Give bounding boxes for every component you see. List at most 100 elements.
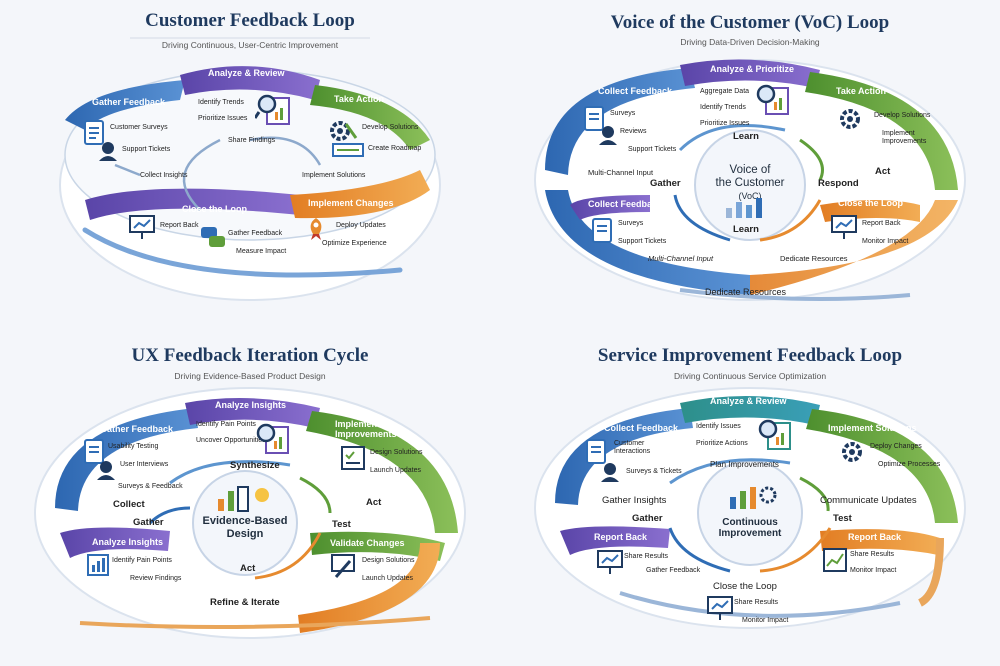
flow-label: Dedicate Resources bbox=[780, 254, 848, 263]
item-label: Support Tickets bbox=[618, 238, 667, 245]
stage-label: Gather Feedback bbox=[92, 97, 166, 107]
item-label: Launch Updates bbox=[370, 467, 421, 474]
item-label: Report Back bbox=[160, 222, 199, 229]
cycle-word: Act bbox=[875, 166, 891, 177]
cycle-word: Act bbox=[366, 497, 382, 508]
stage-label: Analyze & Review bbox=[208, 68, 285, 78]
item-label: Support Tickets bbox=[628, 146, 677, 153]
center-hub bbox=[192, 470, 298, 576]
cycle-word: Respond bbox=[818, 178, 859, 189]
clipboard-icon bbox=[592, 218, 612, 243]
growth-chart-icon bbox=[823, 548, 847, 572]
item-label: Launch Updates bbox=[362, 575, 413, 582]
item-label: Aggregate Data bbox=[700, 88, 750, 95]
clipboard-icon bbox=[584, 106, 604, 131]
item-label: Identify Issues bbox=[696, 423, 741, 430]
panel-title: Service Improvement Feedback Loop bbox=[597, 345, 903, 366]
item-label: Optimize Experience bbox=[322, 240, 387, 247]
rocket-icon bbox=[310, 218, 322, 240]
cycle-word: Learn bbox=[733, 131, 759, 142]
item-label: Implement Improvements bbox=[882, 130, 927, 145]
stage-arc-analyze bbox=[185, 398, 320, 428]
stage-arc-report-left bbox=[560, 526, 670, 555]
flow-label: Multi-Channel Input bbox=[648, 254, 714, 263]
roadmap-icon bbox=[332, 143, 364, 157]
panel-voc-loop: Voice of the Customer (VoC) Loop Driving… bbox=[500, 0, 1000, 333]
panel-ux-feedback-cycle: UX Feedback Iteration Cycle Driving Evid… bbox=[0, 333, 500, 666]
stage-label: Analyze Insights bbox=[215, 400, 287, 410]
item-label: Prioritize Actions bbox=[696, 440, 748, 447]
cycle-word: Gather Insights bbox=[602, 495, 667, 506]
presentation-icon bbox=[707, 596, 733, 620]
clipboard-icon bbox=[84, 120, 104, 145]
stage-label: Report Back bbox=[594, 532, 648, 542]
item-label: Support Tickets bbox=[122, 146, 171, 153]
item-label: Share Results bbox=[850, 551, 894, 558]
stage-label: Close the Loop bbox=[838, 198, 903, 208]
cycle-word: Synthesize bbox=[230, 460, 280, 471]
cycle-word: Act bbox=[240, 563, 256, 574]
item-label: Identify Pain Points bbox=[112, 557, 172, 564]
checklist-icon bbox=[341, 446, 365, 470]
stage-label: Collect Feedback bbox=[604, 423, 679, 433]
item-label: Deploy Changes bbox=[870, 443, 922, 450]
bar-chart-icon bbox=[726, 198, 762, 218]
magnifier-chart-icon bbox=[758, 419, 791, 450]
item-label: Identify Trends bbox=[198, 99, 244, 106]
item-label: Reviews bbox=[620, 128, 647, 135]
stage-arc-implement bbox=[306, 411, 458, 533]
wrench-icon bbox=[331, 554, 355, 578]
item-label: Monitor Impact bbox=[742, 617, 789, 624]
stage-arc-report-right bbox=[820, 529, 940, 555]
item-label: Uncover Opportunities bbox=[196, 437, 266, 444]
item-label: Usability Testing bbox=[108, 443, 159, 450]
gear-wrench-icon bbox=[842, 442, 862, 462]
stage-label: Implement Solutions bbox=[828, 423, 917, 433]
item-label: Surveys bbox=[610, 110, 636, 117]
clipboard-icon bbox=[586, 439, 606, 464]
stage-arc-validate bbox=[310, 531, 445, 561]
item-label: Develop Solutions bbox=[874, 112, 931, 119]
stage-arc-gather bbox=[65, 80, 185, 130]
item-label: Collect Insights bbox=[140, 172, 188, 179]
stage-label: Collect Feedback bbox=[598, 86, 673, 96]
stage-label: Validate Changes bbox=[330, 538, 405, 548]
stage-arc-action bbox=[310, 85, 430, 150]
headset-icon bbox=[97, 461, 115, 480]
insight-chart-icon bbox=[218, 486, 269, 512]
cycle-word: Gather bbox=[133, 517, 164, 528]
center-hub bbox=[697, 460, 803, 566]
panel-subtitle: Driving Continuous, User-Centric Improve… bbox=[161, 40, 339, 50]
item-label: Gather Feedback bbox=[646, 567, 701, 574]
item-label: Create Roadmap bbox=[368, 145, 422, 152]
stage-label: Collect Feedback bbox=[588, 199, 663, 209]
stage-arc-gather bbox=[55, 408, 198, 511]
panel-subtitle: Driving Continuous Service Optimization bbox=[673, 371, 827, 381]
bottom-flow-label: Refine & Iterate bbox=[210, 597, 280, 608]
item-label: Identify Trends bbox=[700, 104, 746, 111]
item-label: Surveys & Tickets bbox=[626, 468, 682, 475]
presentation-icon bbox=[831, 215, 857, 239]
item-label: Gather Feedback bbox=[228, 230, 283, 237]
gear-wrench-icon bbox=[840, 109, 860, 129]
cycle-word: Communicate Updates bbox=[820, 495, 917, 506]
item-label: Deploy Updates bbox=[336, 222, 386, 229]
presentation-icon bbox=[597, 550, 623, 574]
headset-icon bbox=[599, 126, 617, 145]
stage-arc-implement bbox=[290, 170, 430, 219]
cycle-word: Plan Improvements bbox=[710, 460, 779, 469]
item-label: Surveys & Feedback bbox=[118, 483, 183, 490]
item-label: Measure Impact bbox=[236, 248, 287, 255]
flow-label: Dedicate Resources bbox=[705, 287, 787, 297]
improvement-chart-icon bbox=[730, 486, 777, 509]
cycle-word: Gather bbox=[632, 513, 663, 524]
item-label: Monitor Impact bbox=[850, 567, 897, 574]
item-label: Customer Surveys bbox=[110, 124, 168, 131]
stage-label: Analyze Insights bbox=[92, 537, 164, 547]
stage-arc-analyze bbox=[680, 395, 820, 425]
stage-arc-analyze bbox=[180, 66, 320, 100]
item-label: Optimize Processes bbox=[878, 461, 941, 468]
stage-arc-bottom-left bbox=[545, 190, 750, 295]
panel-subtitle: Driving Data-Driven Decision-Making bbox=[680, 37, 820, 47]
flow-label: Multi-Channel Input bbox=[588, 168, 654, 177]
